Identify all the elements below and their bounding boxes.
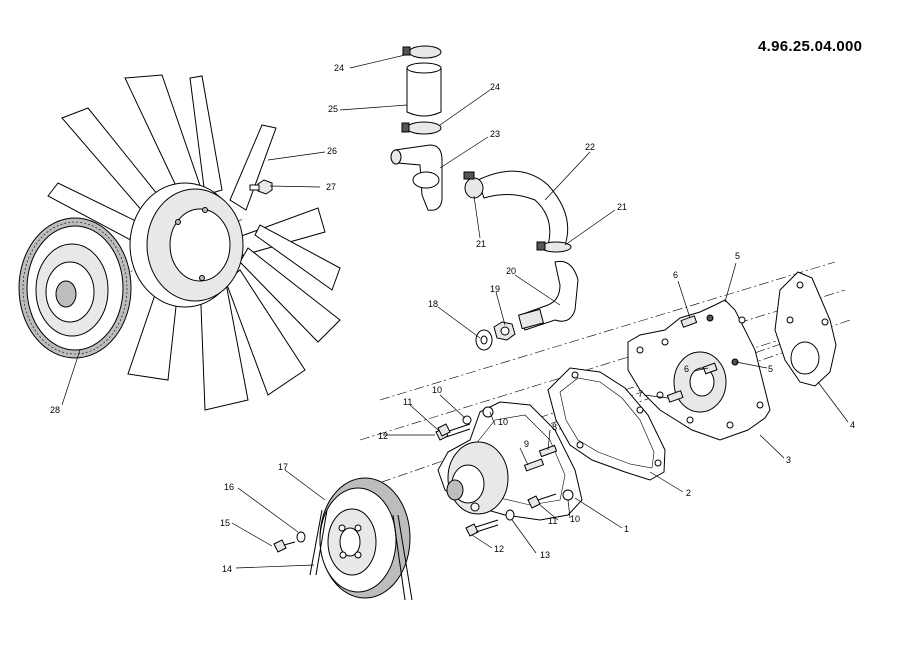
hose-22 xyxy=(463,170,572,253)
callout-5-right: 5 xyxy=(768,364,773,374)
callout-25: 25 xyxy=(328,104,338,114)
callout-6-mid: 6 xyxy=(684,364,689,374)
document-code: 4.96.25.04.000 xyxy=(758,38,863,55)
washer-13 xyxy=(505,509,515,521)
callout-28: 28 xyxy=(50,405,60,415)
callout-17: 17 xyxy=(278,462,288,472)
callout-26: 26 xyxy=(327,146,337,156)
callout-2: 2 xyxy=(686,488,691,498)
stud-7 xyxy=(666,390,684,403)
bolt-8 xyxy=(538,444,558,458)
callout-16: 16 xyxy=(224,482,234,492)
nut-19 xyxy=(493,321,516,341)
leader-lines xyxy=(61,54,849,569)
callout-23: 23 xyxy=(490,129,500,139)
callout-5-top: 5 xyxy=(735,251,740,261)
drive-belt xyxy=(309,509,413,601)
bolt-12-lower xyxy=(465,519,499,537)
pump-pulley xyxy=(319,477,411,599)
gasket-2 xyxy=(547,367,666,481)
callout-11-bottom: 11 xyxy=(548,516,557,526)
callout-10-top: 10 xyxy=(432,385,442,395)
hose-assembly-top xyxy=(401,45,442,135)
washer-18 xyxy=(475,329,493,351)
callout-24-mid: 24 xyxy=(490,82,500,92)
callout-15: 15 xyxy=(220,518,230,528)
callout-10-mid: 10 xyxy=(498,417,508,427)
elbow-pipe-23 xyxy=(390,144,443,211)
callout-12-top: 12 xyxy=(378,431,388,441)
callout-7: 7 xyxy=(638,389,643,399)
callout-21-left: 21 xyxy=(476,239,486,249)
callout-21-right: 21 xyxy=(617,202,627,212)
callout-10-bottom: 10 xyxy=(570,514,580,524)
callout-22: 22 xyxy=(585,142,595,152)
callout-labels: 24 25 24 23 22 21 21 20 19 18 26 27 28 5… xyxy=(50,63,855,574)
bolt-11-upper xyxy=(437,423,451,437)
fan-pulley-hub xyxy=(18,217,132,359)
callout-24-top: 24 xyxy=(334,63,344,73)
callout-20: 20 xyxy=(506,266,516,276)
stud-6 xyxy=(680,314,739,375)
callout-27: 27 xyxy=(326,182,336,192)
callout-11-top: 11 xyxy=(403,397,412,407)
callout-14: 14 xyxy=(222,564,232,574)
callout-9: 9 xyxy=(524,439,529,449)
callout-13: 13 xyxy=(540,550,550,560)
bent-tube-20 xyxy=(517,260,579,331)
callout-19: 19 xyxy=(490,284,500,294)
gasket-4 xyxy=(774,271,837,387)
water-pump-body xyxy=(437,401,583,521)
callout-12-bottom: 12 xyxy=(494,544,504,554)
fan-impeller xyxy=(47,74,341,411)
callout-1: 1 xyxy=(624,524,629,534)
callout-8: 8 xyxy=(552,422,557,432)
callout-4: 4 xyxy=(850,420,855,430)
bolt-11-lower xyxy=(527,493,557,509)
callout-3: 3 xyxy=(786,455,791,465)
bolt-9 xyxy=(523,458,545,472)
callout-6-top: 6 xyxy=(673,270,678,280)
washer-16 xyxy=(296,531,306,543)
bolt-15 xyxy=(273,539,296,553)
fan-bolt xyxy=(249,179,273,195)
callout-18: 18 xyxy=(428,299,438,309)
